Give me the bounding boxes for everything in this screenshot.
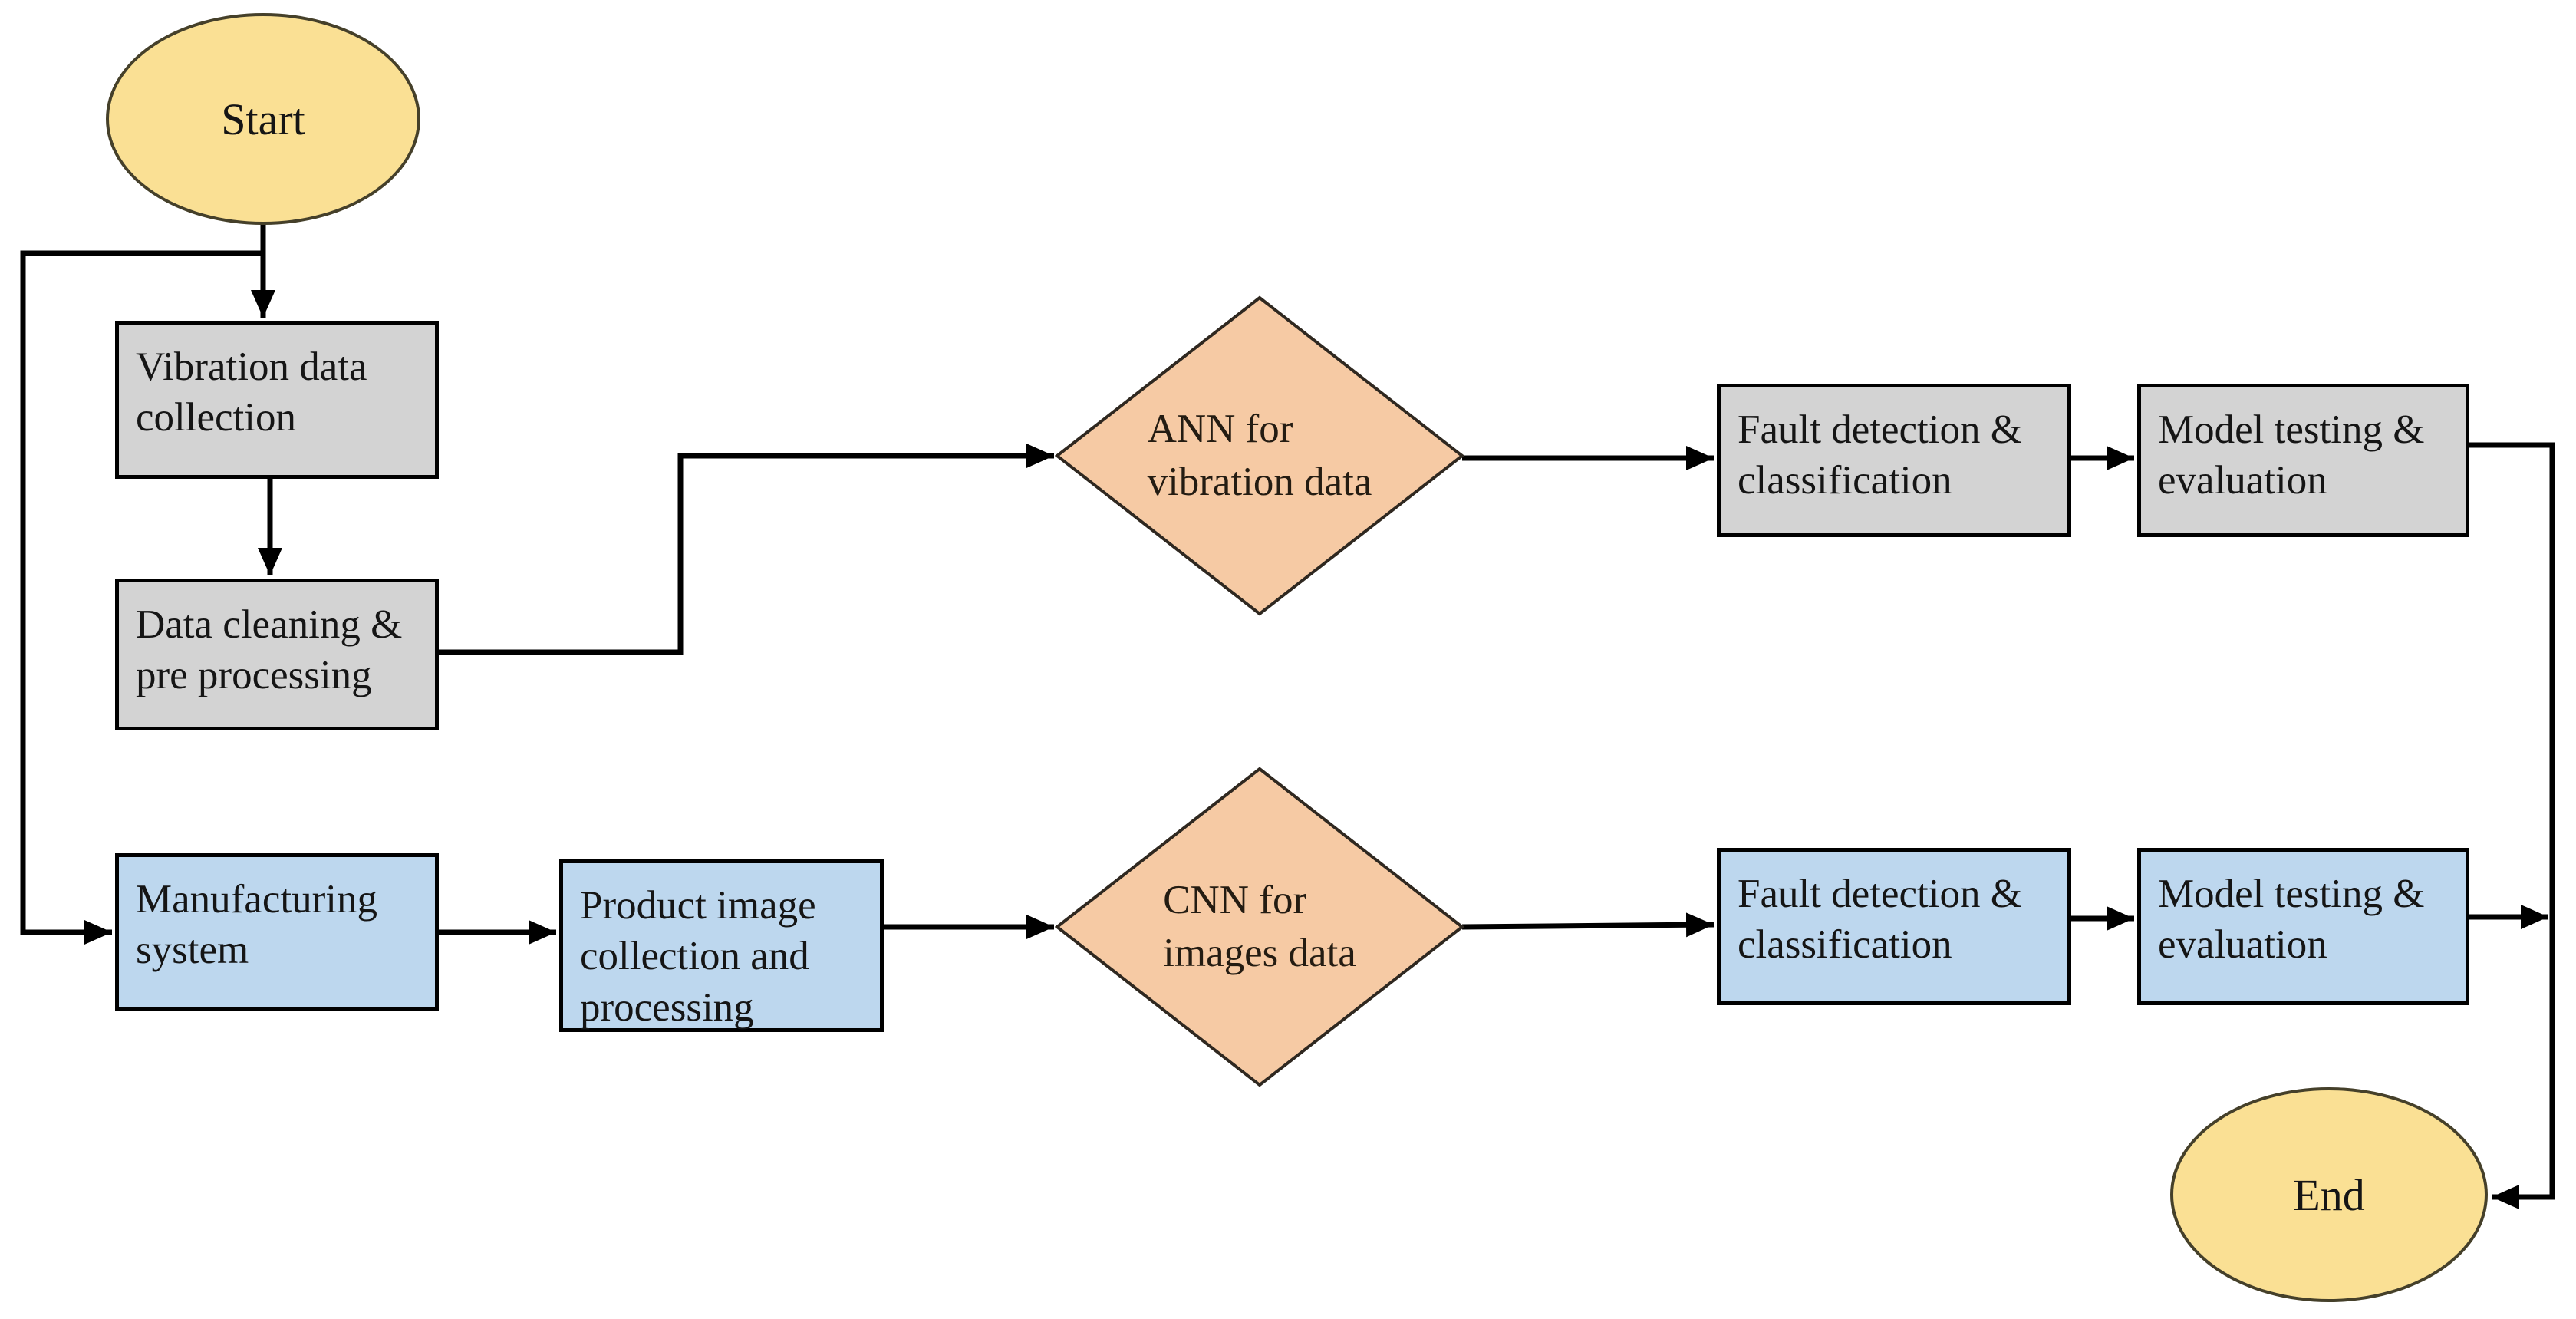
node-end: End xyxy=(2170,1087,2488,1302)
ann-decision-diamond-shape xyxy=(1054,295,1465,616)
node-start: Start xyxy=(106,13,420,225)
node-cnn-decision: CNN for images data xyxy=(1099,769,1421,1085)
node-ann-label: ANN for vibration data xyxy=(1147,407,1372,504)
node-model-testing-bottom: Model testing & evaluation xyxy=(2137,848,2469,1005)
connector-cnn-to-fault-bottom xyxy=(1461,912,1715,938)
node-fault-detection-top: Fault detection & classification xyxy=(1717,384,2071,537)
connector-start-to-manufacturing xyxy=(20,250,263,945)
node-end-label: End xyxy=(2293,1169,2365,1220)
node-cnn-label: CNN for images data xyxy=(1163,878,1356,975)
connector-cleaning-to-ann xyxy=(439,444,1054,655)
node-data-cleaning-preprocessing: Data cleaning & pre processing xyxy=(115,579,439,730)
node-product-image-collection: Product image collection and processing xyxy=(559,859,884,1032)
node-start-label: Start xyxy=(221,94,305,144)
node-model-testing-top: Model testing & evaluation xyxy=(2137,384,2469,537)
cnn-decision-diamond-shape xyxy=(1054,767,1465,1087)
node-fault-detection-bottom: Fault detection & classification xyxy=(1717,848,2071,1005)
node-manufacturing-system: Manufacturing system xyxy=(115,853,439,1011)
connector-model-top-to-end xyxy=(2469,442,2555,1209)
node-vibration-data-collection: Vibration data collection xyxy=(115,321,439,479)
node-ann-decision: ANN for vibration data xyxy=(1099,298,1421,614)
